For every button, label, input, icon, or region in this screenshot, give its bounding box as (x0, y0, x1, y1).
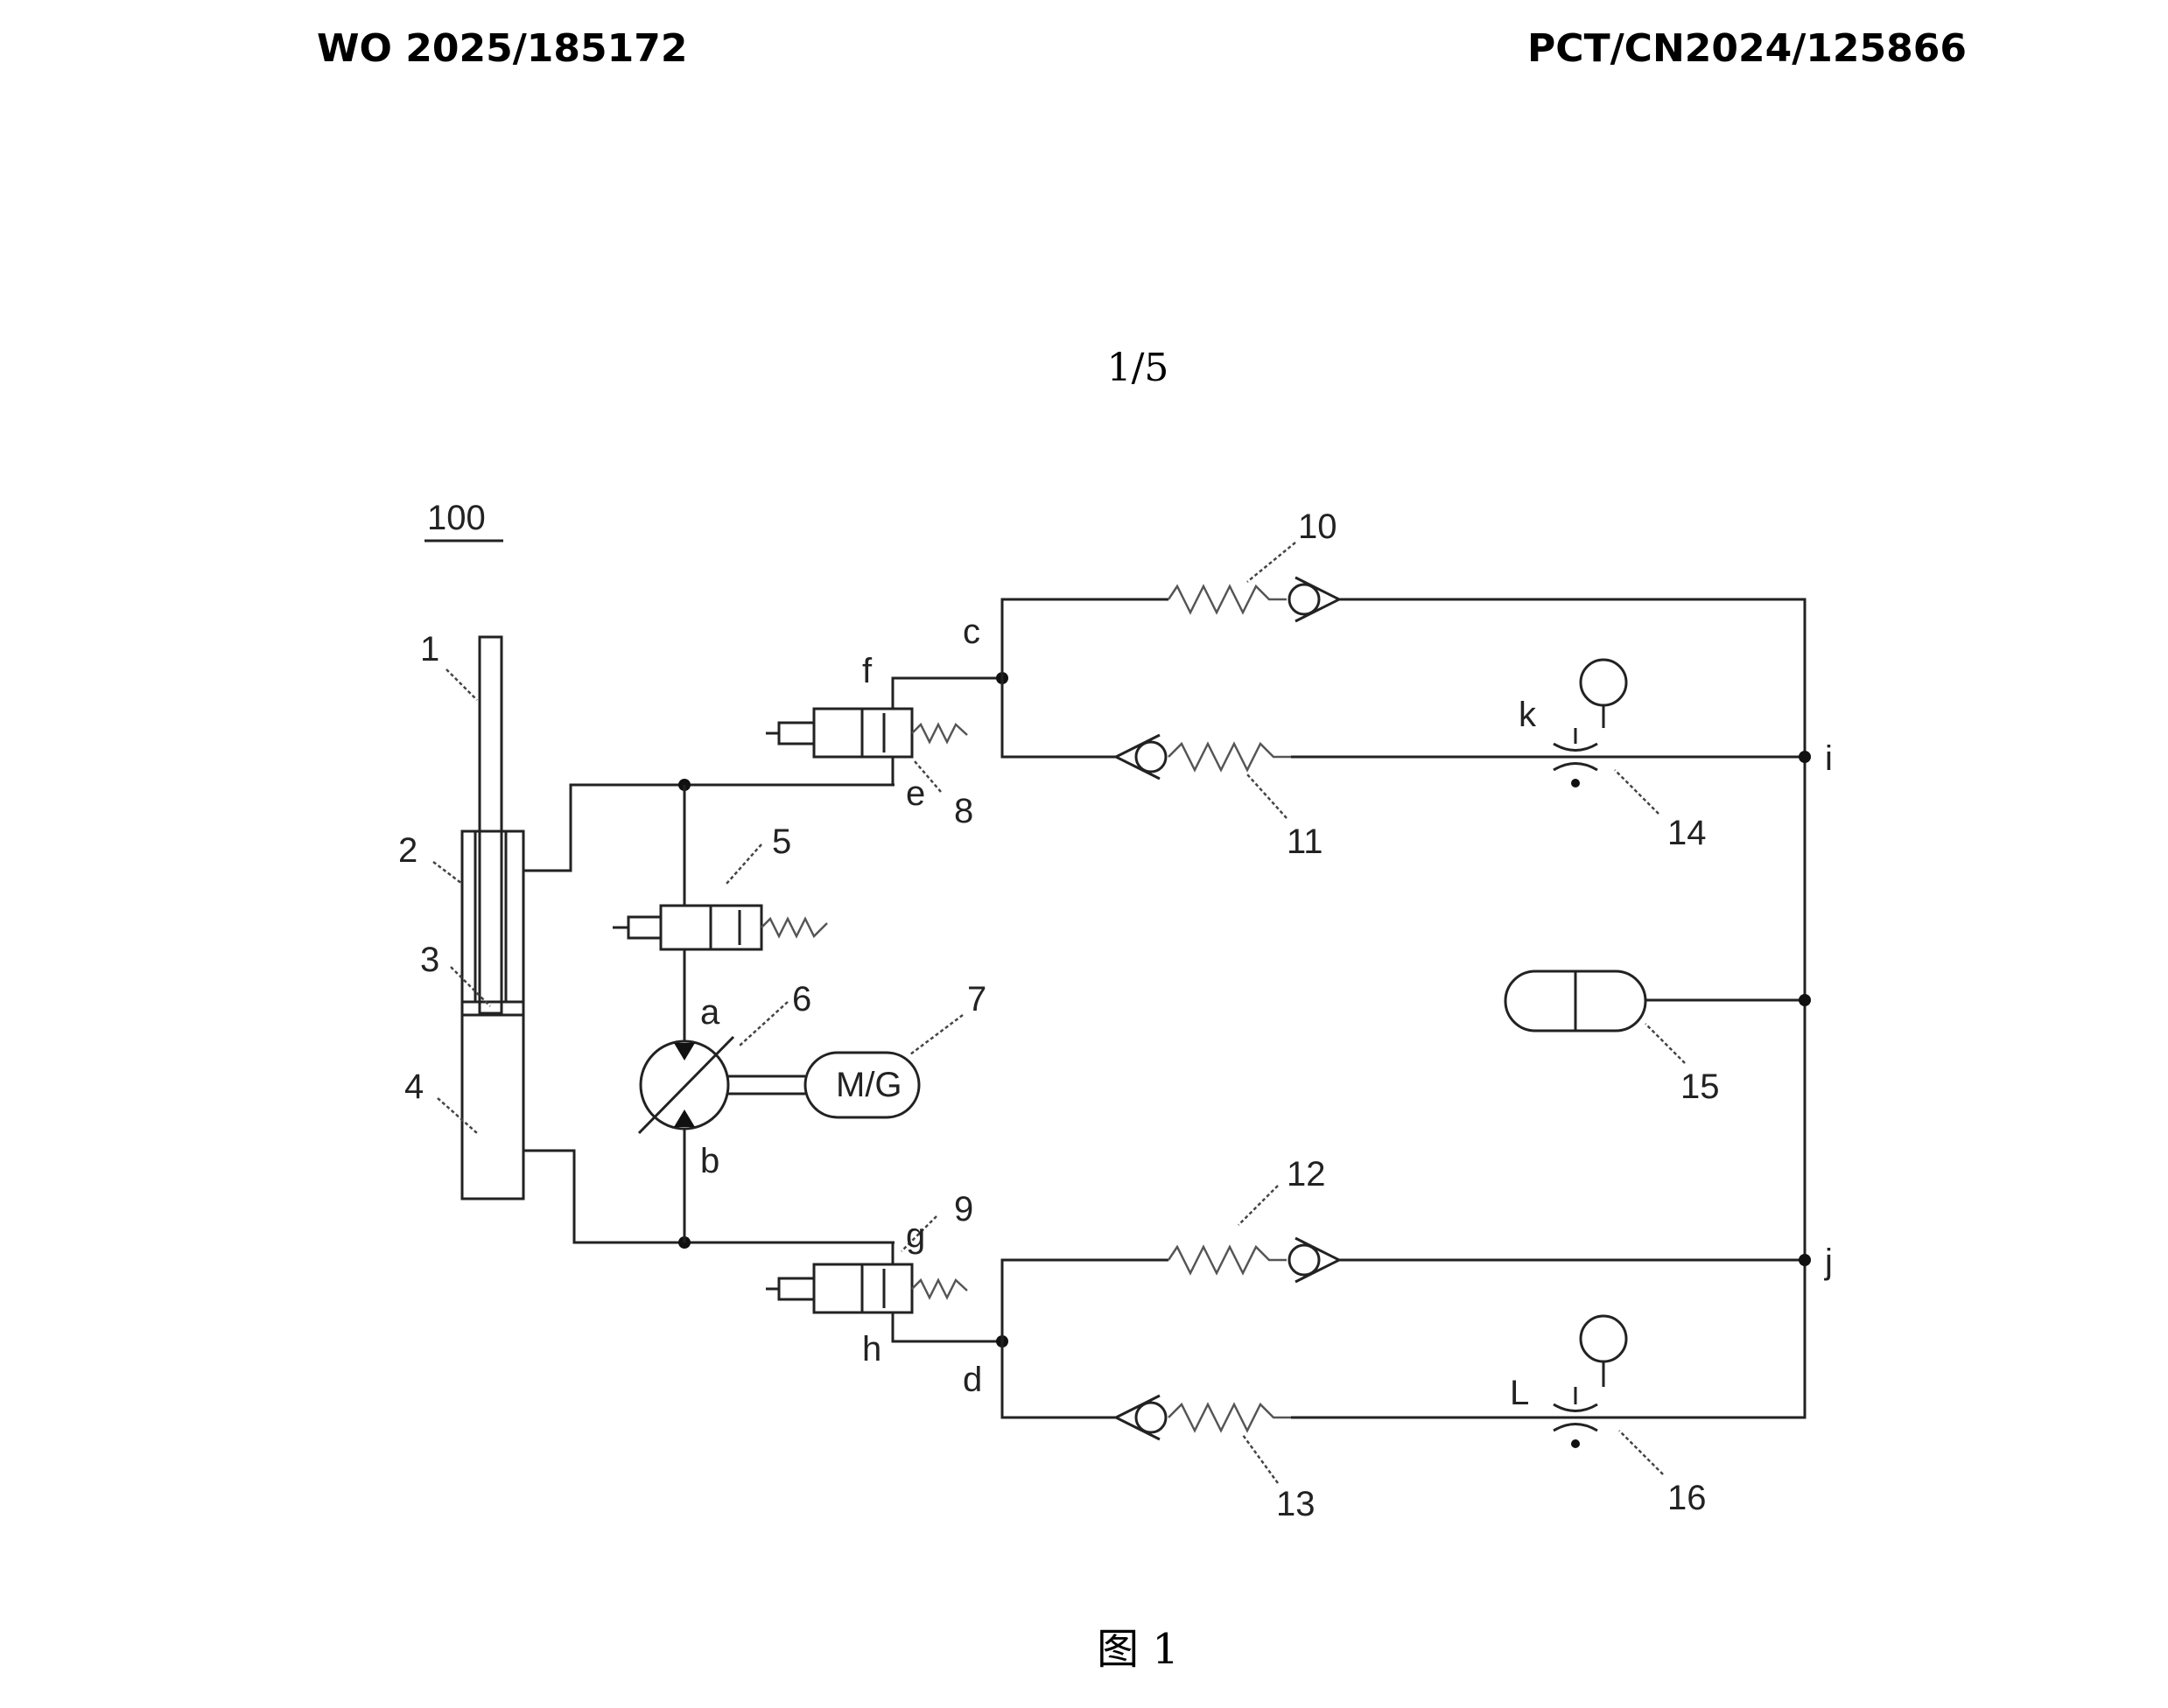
pump-6 (637, 1035, 805, 1135)
node-label-b: b (700, 1142, 719, 1180)
throttle-16-dot (1571, 1439, 1580, 1448)
valve-9-spring (911, 1278, 968, 1300)
spring-11 (1168, 741, 1291, 773)
node-label-j: j (1824, 1242, 1833, 1281)
leader-3 (450, 966, 491, 1007)
node-label-i: i (1825, 739, 1833, 778)
ref-15: 15 (1680, 1068, 1720, 1106)
leader-11 (1246, 774, 1287, 819)
motor-generator-7: M/G (803, 1051, 921, 1119)
node-label-g: g (906, 1216, 925, 1255)
leader-4 (437, 1097, 478, 1134)
leader-1 (446, 668, 478, 701)
valve-8-solenoid (777, 721, 816, 746)
system-ref-label: 100 (427, 499, 486, 537)
motor-body (803, 1051, 921, 1119)
node-i (1799, 751, 1811, 763)
ref-16: 16 (1667, 1479, 1707, 1517)
ref-10: 10 (1298, 508, 1337, 546)
node-label-l: L (1510, 1374, 1529, 1412)
pump-variable-arrow (637, 1035, 735, 1135)
valve-8 (766, 676, 1002, 785)
throttle-16-arc-bottom (1553, 1423, 1598, 1432)
leader-13 (1241, 1434, 1280, 1484)
check-ball-13 (1134, 1401, 1168, 1434)
line-c-bottom (1000, 678, 1116, 759)
leader-16 (1618, 1430, 1664, 1475)
node-label-e: e (906, 774, 925, 813)
hydraulic-cylinder (460, 635, 525, 1200)
leader-6 (739, 1001, 789, 1046)
line-d-top (1000, 1258, 1168, 1341)
throttle-16-arc-top (1553, 1403, 1598, 1412)
application-number: PCT/CN2024/125866 (1527, 26, 1967, 71)
node-label-a: a (700, 993, 720, 1032)
valve-5-solenoid (627, 915, 663, 940)
piston-rod (478, 635, 503, 1015)
node-label-f: f (862, 652, 873, 690)
leader-12 (1238, 1185, 1279, 1226)
valve-8-spring (911, 722, 968, 745)
valve-9 (766, 1242, 1002, 1343)
valve-9-out (891, 1312, 1002, 1343)
throttle-14-dot (1571, 779, 1580, 788)
upper-line (523, 783, 895, 872)
leader-5 (726, 844, 762, 885)
ref-12: 12 (1287, 1155, 1326, 1194)
throttle-14 (1553, 658, 1628, 788)
motor-label: M/G (836, 1066, 902, 1104)
leader-2 (432, 861, 463, 885)
right-bus (1339, 598, 1807, 1341)
leader-8 (914, 760, 942, 793)
node-j (1799, 1254, 1811, 1266)
throttle-14-arc-bottom (1553, 762, 1598, 772)
check-ball-11 (1134, 740, 1168, 774)
spring-10 (1167, 584, 1287, 615)
accumulator-node (1799, 994, 1811, 1006)
ref-11: 11 (1287, 822, 1323, 861)
node-label-d: d (963, 1361, 982, 1399)
valve-9-solenoid (777, 1277, 816, 1301)
leader-9 (901, 1215, 937, 1252)
page-number: 1/5 (1106, 346, 1169, 390)
node-label-h: h (862, 1330, 881, 1368)
check-ball-12 (1287, 1243, 1321, 1277)
spring-12 (1167, 1244, 1287, 1276)
leader-10 (1246, 542, 1296, 583)
leader-15 (1645, 1023, 1686, 1064)
ref-13: 13 (1276, 1485, 1316, 1523)
spring-13 (1168, 1402, 1291, 1433)
leader-14 (1614, 769, 1659, 815)
ref-2: 2 (398, 831, 417, 870)
ref-7: 7 (967, 980, 986, 1018)
gauge-k (1579, 658, 1628, 707)
leader-7 (909, 1014, 964, 1055)
lower-line (523, 1149, 895, 1244)
line-d-bottom (1000, 1341, 1116, 1419)
throttle-16 (1553, 1314, 1628, 1448)
valve-8-out (891, 676, 1002, 709)
ref-8: 8 (954, 792, 973, 830)
ref-6: 6 (792, 980, 811, 1018)
pump-arrow-top (674, 1043, 695, 1060)
ref-9: 9 (954, 1190, 973, 1228)
node-label-c: c (963, 612, 980, 651)
valve-5 (613, 904, 828, 951)
pump-arrow-bottom (674, 1110, 695, 1127)
ref-3: 3 (420, 941, 439, 979)
ref-4: 4 (404, 1068, 424, 1106)
check-ball-10 (1287, 583, 1321, 616)
throttle-14-arc-top (1553, 742, 1598, 752)
line-c-top (1000, 598, 1168, 678)
valve-5-spring (761, 916, 828, 939)
line-13-to-bus (1291, 1341, 1807, 1419)
gauge-l (1579, 1314, 1628, 1363)
node-label-k: k (1519, 696, 1537, 734)
ref-5: 5 (772, 822, 791, 861)
figure-caption: 图 1 (1097, 1625, 1179, 1674)
ref-1: 1 (420, 630, 439, 668)
ref-14: 14 (1667, 814, 1707, 852)
publication-number: WO 2025/185172 (317, 26, 688, 71)
